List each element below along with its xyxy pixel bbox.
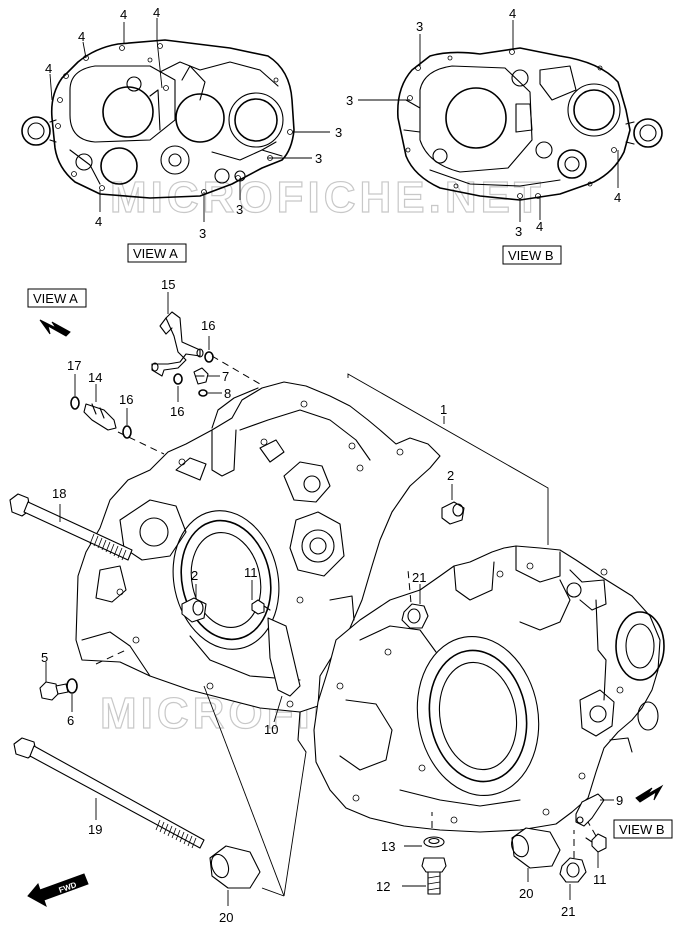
callout-b-1: 3	[416, 19, 423, 34]
part-20-ref-line-3	[261, 887, 285, 897]
part-16-oring-a	[204, 351, 214, 363]
part-19-long-bolt	[13, 737, 205, 849]
assembly-line-bolt-11b	[587, 821, 597, 837]
part-8-oring	[198, 389, 208, 397]
view-a-leaders	[49, 18, 330, 222]
part-16b-label: 16	[170, 404, 184, 419]
callout-a-8: 3	[199, 226, 206, 241]
part-16a-label: 16	[201, 318, 215, 333]
assembly-line-pipe	[211, 355, 261, 385]
callout-b-6: 4	[536, 219, 543, 234]
view-b-leaders	[358, 20, 619, 222]
part-20b-label: 20	[519, 886, 533, 901]
part-2a-label: 2	[447, 468, 454, 483]
part-13-label: 13	[381, 839, 395, 854]
part-20-ref-line-2	[283, 751, 307, 897]
part-10-label: 10	[264, 722, 278, 737]
view-b-label: VIEW B	[508, 248, 554, 263]
part-2-dowel-a	[441, 501, 465, 525]
view-a-arrow-label: VIEW A	[33, 291, 78, 306]
part-12-drain-plug	[421, 857, 447, 895]
part-9-bracket	[575, 793, 605, 827]
callout-b-3: 3	[346, 93, 353, 108]
part-10-leader	[273, 695, 283, 723]
right-crankcase-half	[313, 545, 665, 833]
part-15-label: 15	[161, 277, 175, 292]
view-a-drawing	[21, 39, 295, 199]
part-6-label: 6	[67, 713, 74, 728]
part-6-washer	[66, 678, 78, 694]
callout-a-9: 4	[95, 214, 102, 229]
part-13-washer	[423, 836, 445, 848]
part-11b-label: 11	[593, 872, 607, 887]
fwd-arrow-icon: FWD	[27, 873, 89, 908]
view-b-label-box	[502, 245, 562, 265]
callout-a-1: 4	[120, 7, 127, 22]
part-17-oring	[70, 396, 80, 410]
part-2b-label: 2	[191, 568, 198, 583]
part-10-plate	[267, 617, 301, 697]
callout-b-5: 3	[515, 224, 522, 239]
view-a-arrow-box	[27, 288, 87, 308]
part-21-nut-b	[559, 857, 587, 883]
view-b-arrow-label: VIEW B	[619, 822, 665, 837]
part-7-label: 7	[222, 369, 229, 384]
part-15-breather-pipe	[151, 311, 204, 377]
part-20-ref-line-1	[203, 685, 285, 897]
part-12-label: 12	[376, 879, 390, 894]
part-2-dowel-b	[181, 597, 207, 623]
part-20-bushing-b	[511, 827, 561, 869]
assembly-line-pin	[117, 431, 165, 455]
callout-a-2: 4	[153, 5, 160, 20]
part-11a-label: 11	[244, 565, 258, 580]
callout-a-5: 3	[335, 125, 342, 140]
part-5-label: 5	[41, 650, 48, 665]
part-11-bolt-b	[585, 833, 607, 853]
part-19-label: 19	[88, 822, 102, 837]
part-8-label: 8	[224, 386, 231, 401]
part-9-label: 9	[616, 793, 623, 808]
part-21-nut-a	[401, 603, 429, 629]
view-a-arrow-icon	[39, 319, 71, 337]
view-b-arrow-icon	[635, 784, 664, 803]
part-14-label: 14	[88, 370, 102, 385]
view-b-arrow-box	[613, 819, 673, 839]
callout-a-3: 4	[78, 29, 85, 44]
part-20a-label: 20	[219, 910, 233, 925]
part-1-bracket	[347, 373, 549, 545]
part-20-bushing-a	[209, 845, 261, 889]
part-1-label: 1	[440, 402, 447, 417]
part-18-label: 18	[52, 486, 66, 501]
part-7-fitting	[193, 367, 209, 385]
part-5-bolt	[39, 681, 69, 701]
part-16-oring-b	[173, 373, 183, 385]
callout-a-4: 4	[45, 61, 52, 76]
part-17-label: 17	[67, 358, 81, 373]
callout-a-6: 3	[315, 151, 322, 166]
assembly-line-nut-21	[407, 569, 413, 615]
callout-b-2: 4	[509, 6, 516, 21]
view-a-label: VIEW A	[133, 246, 178, 261]
callout-b-4: 4	[614, 190, 621, 205]
callout-a-7: 3	[236, 202, 243, 217]
view-a-label-box	[127, 243, 187, 263]
part-16c-label: 16	[119, 392, 133, 407]
part-21b-label: 21	[561, 904, 575, 919]
assembly-line-bolt-5	[95, 649, 127, 665]
part-18-long-bolt	[9, 493, 133, 561]
view-b-drawing	[396, 47, 663, 201]
part-11-bolt-a	[251, 599, 271, 615]
part-16-oring-c	[122, 425, 132, 439]
part-21a-label: 21	[412, 570, 426, 585]
part-14-pin	[83, 403, 117, 431]
